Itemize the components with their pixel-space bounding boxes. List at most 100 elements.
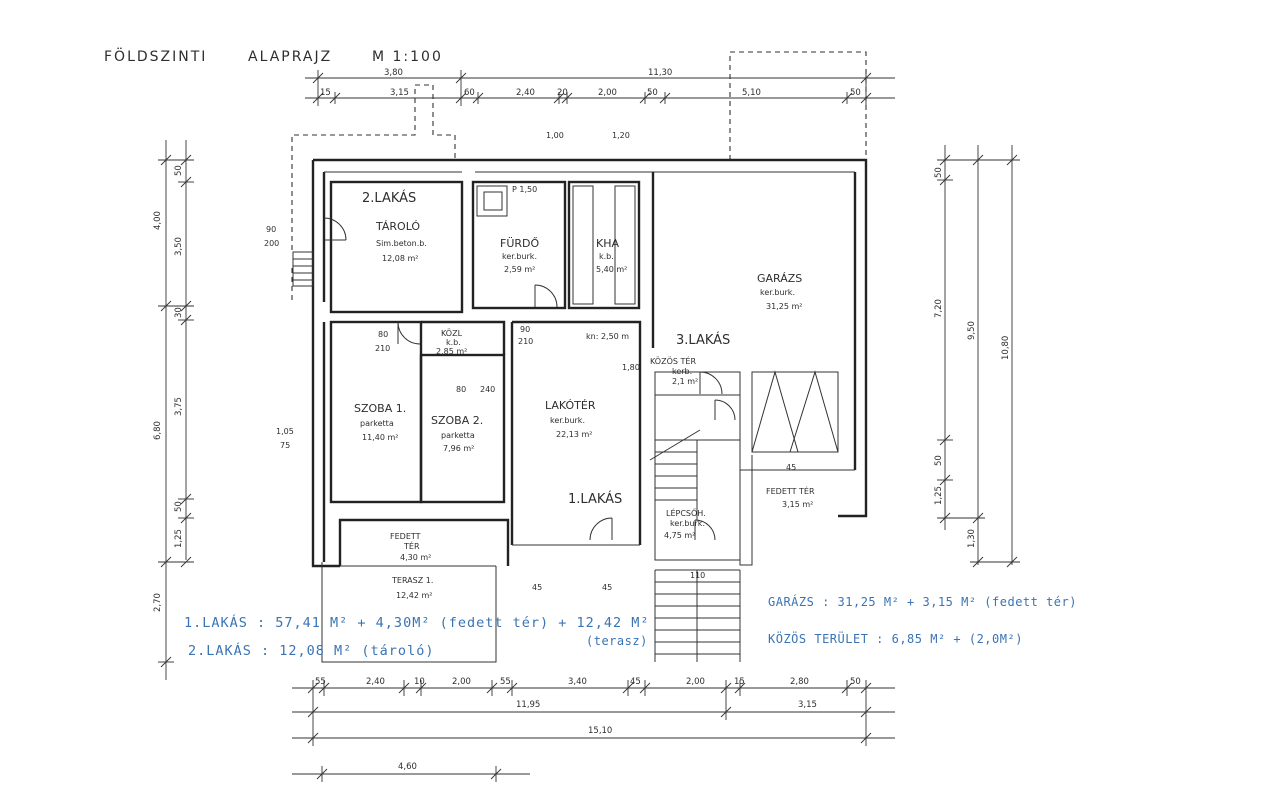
label-lepcso: LÉPCSŐH. xyxy=(666,507,706,518)
dim-top-1: 15 xyxy=(320,88,331,98)
dim-bottom-10: 2,80 xyxy=(790,677,809,687)
label-szoba2-floor: parketta xyxy=(441,431,475,440)
doors xyxy=(323,217,736,541)
label-garazs-area: 31,25 m² xyxy=(766,302,802,311)
dim-left-3: 3,50 xyxy=(174,237,184,256)
label-door-note: kn: 2,50 m xyxy=(586,332,629,341)
dim-misc-3: 80 xyxy=(378,330,388,339)
dim-misc-6: 210 xyxy=(518,337,533,346)
label-kozos-ter: KÖZÖS TÉR xyxy=(650,355,696,366)
dim-bottom-8: 2,00 xyxy=(686,677,705,687)
dim-top-4: 2,40 xyxy=(516,88,535,98)
label-lepcso-floor: ker.burk. xyxy=(670,519,705,528)
building-walls xyxy=(291,51,868,663)
dim-right-6: 1,25 xyxy=(934,486,944,505)
entry-steps xyxy=(292,251,314,287)
dim-top-8: 5,10 xyxy=(742,88,761,98)
dim-left-9: 2,70 xyxy=(153,593,163,612)
label-fedett-ter-left-2: TÉR xyxy=(403,540,420,551)
label-furdo: FÜRDŐ xyxy=(500,236,539,250)
label-konyha-area: 5,40 m² xyxy=(596,265,627,274)
dim-misc-7: 80 xyxy=(456,385,466,394)
dim-top-7: 50 xyxy=(647,88,658,98)
dim-right-5: 50 xyxy=(934,455,944,466)
dim-misc-13: 110 xyxy=(690,571,705,580)
dim-top-outer-2: 11,30 xyxy=(648,68,672,78)
dim-misc-14: 45 xyxy=(786,463,796,472)
label-kozl-area: 2,85 m² xyxy=(436,347,467,356)
dim-misc-16: 1,00 xyxy=(546,131,564,140)
right-dimensions: 50 7,20 9,50 10,80 50 1,25 1,30 xyxy=(934,145,1020,568)
title-scale: M 1:100 xyxy=(372,49,443,65)
label-garazs-floor: ker.burk. xyxy=(760,288,795,297)
left-dimensions: 4,00 50 3,50 30 6,80 3,75 50 1,25 2,70 xyxy=(153,140,194,680)
label-lakoter: LAKÓTÉR xyxy=(545,399,596,412)
dim-top-outer-1: 3,80 xyxy=(384,68,403,78)
garage-door-symbol xyxy=(751,370,839,453)
label-lakas3: 3.LAKÁS xyxy=(676,332,730,348)
dim-bottom-mid-1: 11,95 xyxy=(516,700,540,710)
summary-lakas1: 1.LAKÁS : 57,41 M² + 4,30M² (fedett tér)… xyxy=(184,614,650,631)
label-kozl: KÖZL xyxy=(441,328,463,338)
summary-lakas1-note: (terasz) xyxy=(586,634,648,648)
dim-left-8: 1,25 xyxy=(174,529,184,548)
label-lakas2: 2.LAKÁS xyxy=(362,190,416,206)
label-kozos-ter-area: 2,1 m² xyxy=(672,377,698,386)
dim-bottom-1: 55 xyxy=(315,677,326,687)
dim-bottom-6: 3,40 xyxy=(568,677,587,687)
label-garazs: GARÁZS xyxy=(757,272,802,285)
dim-bottom-5: 55 xyxy=(500,677,511,687)
label-terasz: TERASZ 1. xyxy=(391,576,433,585)
label-fedett-ter-right: FEDETT TÉR xyxy=(766,485,815,496)
dim-misc-10: 75 xyxy=(280,441,290,450)
label-fedett-ter-left-area: 4,30 m² xyxy=(400,553,431,562)
dim-misc-1: 90 xyxy=(266,225,276,234)
dim-left-6: 3,75 xyxy=(174,397,184,416)
title-plan: ALAPRAJZ xyxy=(248,49,332,65)
label-furdo-floor: ker.burk. xyxy=(502,252,537,261)
label-wc-size: P 1,50 xyxy=(512,185,537,194)
dim-bottom-mid-2: 3,15 xyxy=(798,700,817,710)
label-fedett-ter-right-area: 3,15 m² xyxy=(782,500,813,509)
dim-bottom-extra: 4,60 xyxy=(398,762,417,772)
label-lakoter-area: 22,13 m² xyxy=(556,430,592,439)
label-konyha-floor: k.b. xyxy=(599,252,614,261)
dim-misc-11: 45 xyxy=(532,583,542,592)
dim-misc-17: 1,20 xyxy=(612,131,630,140)
dim-top-9: 50 xyxy=(850,88,861,98)
label-szoba2: SZOBA 2. xyxy=(431,414,483,427)
dim-right-4: 10,80 xyxy=(1001,336,1011,360)
title-floor: FÖLDSZINTI xyxy=(104,47,207,65)
label-terasz-area: 12,42 m² xyxy=(396,591,432,600)
label-szoba1: SZOBA 1. xyxy=(354,402,406,415)
label-lepcso-area: 4,75 m² xyxy=(664,531,695,540)
dim-bottom-11: 50 xyxy=(850,677,861,687)
dim-left-2: 50 xyxy=(174,165,184,176)
dim-bottom-7: 45 xyxy=(630,677,641,687)
stairs xyxy=(649,429,741,662)
bottom-dimensions: 55 2,40 10 2,00 55 3,40 45 2,00 15 2,80 … xyxy=(292,677,895,782)
label-lakoter-floor: ker.burk. xyxy=(550,416,585,425)
dim-top-2: 3,15 xyxy=(390,88,409,98)
label-tarolo-floor: Sim.beton.b. xyxy=(376,239,427,248)
top-dimensions: 3,80 11,30 15 3,15 60 2,40 20 2,00 50 5,… xyxy=(305,68,895,106)
label-konyha: KHA xyxy=(596,237,619,250)
dim-right-1: 50 xyxy=(934,167,944,178)
dim-right-3: 9,50 xyxy=(967,321,977,340)
dim-misc-9: 1,05 xyxy=(276,427,294,436)
dim-misc-2: 200 xyxy=(264,239,279,248)
label-tarolo: TÁROLÓ xyxy=(375,220,420,233)
dim-left-4: 30 xyxy=(174,307,184,318)
dim-misc-8: 240 xyxy=(480,385,495,394)
label-kozos-ter-floor: kerb. xyxy=(672,367,692,376)
label-fedett-ter-left: FEDETT xyxy=(390,532,421,541)
label-szoba1-area: 11,40 m² xyxy=(362,433,398,442)
dim-top-3: 60 xyxy=(464,88,475,98)
dim-bottom-2: 2,40 xyxy=(366,677,385,687)
summary-lakas2: 2.LAKÁS : 12,08 M² (tároló) xyxy=(188,642,434,659)
dim-misc-4: 210 xyxy=(375,344,390,353)
dim-top-5: 20 xyxy=(557,88,568,98)
dim-bottom-3: 10 xyxy=(414,677,425,687)
area-summary: 1.LAKÁS : 57,41 M² + 4,30M² (fedett tér)… xyxy=(184,594,1076,659)
